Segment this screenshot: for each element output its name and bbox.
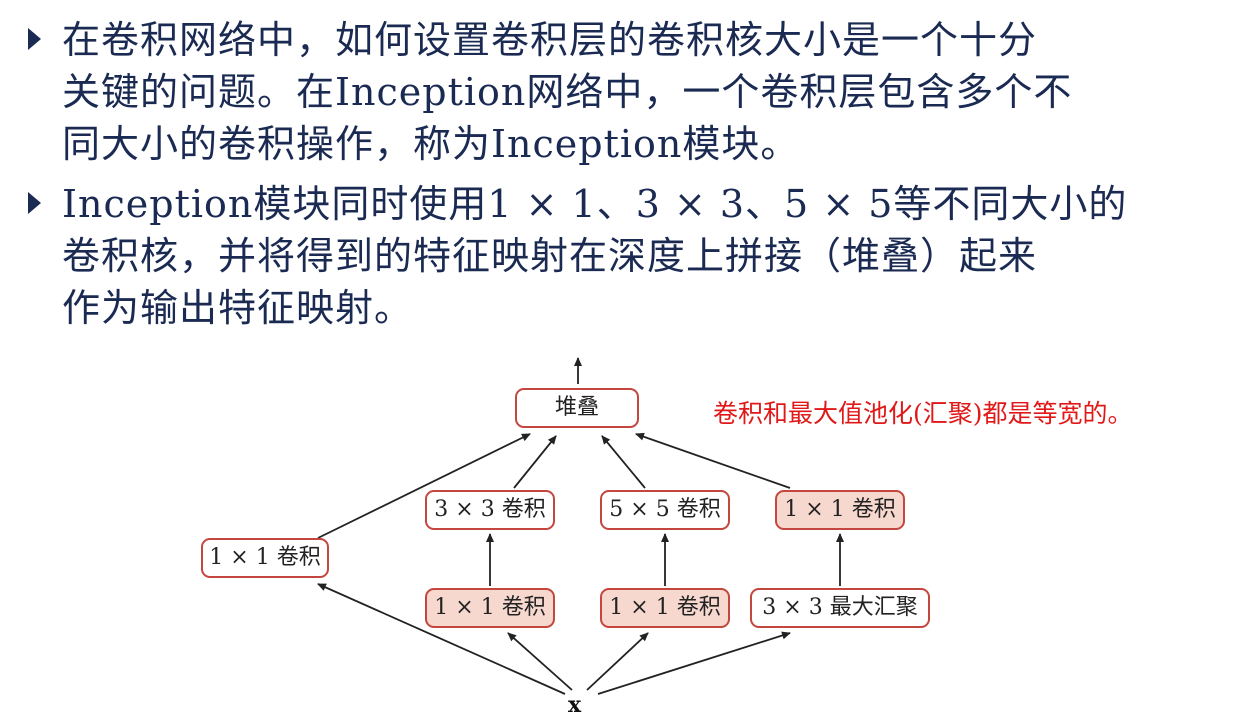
conv5-box: 5 × 5 卷积 bbox=[600, 490, 730, 530]
bullet-1-text: 在卷积网络中，如何设置卷积层的卷积核大小是一个十分 关键的问题。在Incepti… bbox=[62, 18, 1073, 166]
maxpool-box: 3 × 3 最大汇聚 bbox=[750, 588, 930, 628]
bullet-2-text: Inception模块同时使用1 × 1、3 × 3、5 × 5等不同大小的 卷… bbox=[62, 182, 1128, 330]
arrow-pool-to-stack bbox=[635, 432, 791, 489]
arrow-x-to-reduce5 bbox=[586, 632, 649, 691]
bullet-triangle-icon bbox=[28, 28, 41, 50]
pool-proj-box: 1 × 1 卷积 bbox=[775, 490, 905, 530]
bullet-2: Inception模块同时使用1 × 1、3 × 3、5 × 5等不同大小的 卷… bbox=[28, 178, 1208, 334]
arrow-x-to-reduce3 bbox=[507, 632, 573, 691]
stack-box: 堆叠 bbox=[515, 388, 639, 428]
reduce3-box: 1 × 1 卷积 bbox=[425, 588, 555, 628]
left-conv-box: 1 × 1 卷积 bbox=[201, 538, 329, 578]
reduce5-box: 1 × 1 卷积 bbox=[600, 588, 730, 628]
annotation-note: 卷积和最大值池化(汇聚)都是等宽的。 bbox=[713, 399, 1133, 428]
input-x-label: x bbox=[568, 692, 582, 718]
conv3-box: 3 × 3 卷积 bbox=[425, 490, 555, 530]
arrow-conv5-to-stack bbox=[601, 435, 646, 489]
arrow-x-to-maxpool bbox=[597, 631, 791, 695]
bullet-triangle-icon bbox=[28, 192, 41, 214]
bullet-1: 在卷积网络中，如何设置卷积层的卷积核大小是一个十分 关键的问题。在Incepti… bbox=[28, 14, 1208, 170]
arrow-conv3-to-stack bbox=[513, 435, 557, 489]
